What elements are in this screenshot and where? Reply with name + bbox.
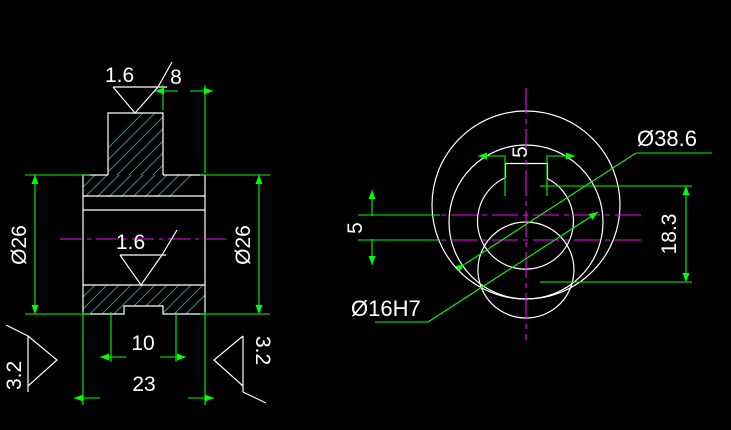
surface-finish-bottom-left-value: 3.2 bbox=[3, 361, 26, 390]
front-section-view: 1.6 1.6 3.2 3.2 8 bbox=[3, 61, 274, 405]
dimension-26-left-value: Ø26 bbox=[8, 225, 31, 265]
surface-finish-top-symbol bbox=[112, 61, 173, 114]
dimension-23-value: 23 bbox=[132, 373, 155, 396]
right-side-view: 5 5 18.3 Ø38.6 Ø16H7 bbox=[344, 88, 712, 340]
dimension-18-3-value: 18.3 bbox=[658, 214, 681, 255]
leader-16h7 bbox=[375, 211, 599, 323]
surface-finish-center-value: 1.6 bbox=[116, 231, 145, 254]
dimension-5-top bbox=[478, 152, 575, 196]
surface-finish-top-value: 1.6 bbox=[105, 64, 134, 87]
hatch-boss bbox=[108, 113, 163, 175]
dimension-23 bbox=[74, 312, 214, 405]
dimension-38-6-value: Ø38.6 bbox=[637, 126, 697, 151]
dimension-5-left bbox=[358, 190, 440, 265]
surface-finish-bottom-right-value: 3.2 bbox=[251, 336, 274, 365]
dimension-26-right-value: Ø26 bbox=[232, 225, 255, 265]
dimension-8-value: 8 bbox=[170, 66, 182, 89]
hatch-flange bbox=[83, 175, 192, 197]
bore-arc bbox=[476, 176, 575, 270]
bore-with-keyway bbox=[477, 221, 575, 319]
surface-finish-bottom-left-symbol bbox=[5, 324, 58, 392]
dimension-10 bbox=[100, 312, 186, 362]
dimension-26-right bbox=[200, 174, 270, 315]
front-view-outline bbox=[82, 112, 206, 315]
dimension-5-left-value: 5 bbox=[344, 222, 367, 234]
dimension-10-value: 10 bbox=[131, 332, 154, 355]
dimension-5-top-value: 5 bbox=[509, 146, 532, 158]
leader-38-6 bbox=[455, 152, 712, 272]
dimension-18-3 bbox=[540, 185, 692, 283]
dimension-8 bbox=[155, 85, 213, 173]
dimension-26-left bbox=[25, 174, 90, 315]
dimension-16h7-value: Ø16H7 bbox=[351, 296, 421, 321]
surface-finish-center-symbol bbox=[119, 229, 178, 287]
surface-finish-bottom-right-symbol bbox=[213, 335, 267, 404]
